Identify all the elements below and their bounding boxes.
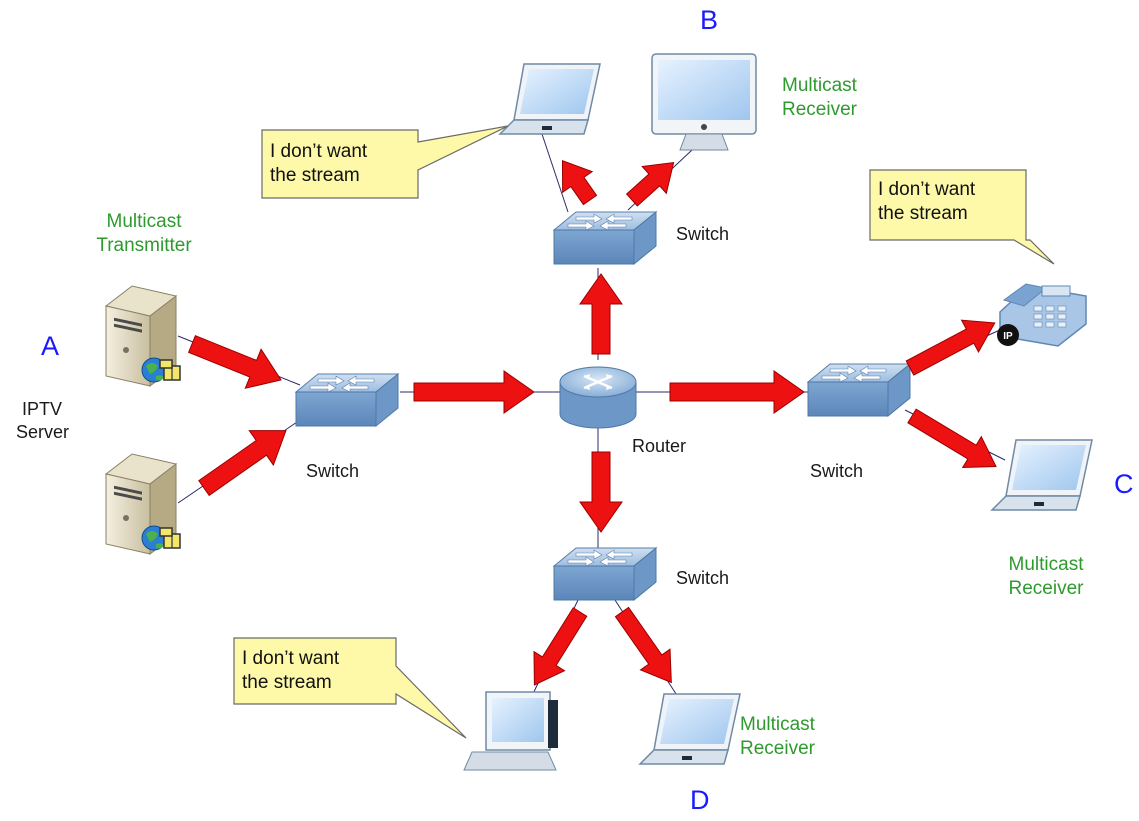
switch-bottom-icon xyxy=(553,547,657,601)
callout-right-line2: the stream xyxy=(878,203,968,225)
arrow-switch-to-laptop-bottom xyxy=(614,606,672,684)
callout-top-line2: the stream xyxy=(270,165,360,187)
ip-badge: IP xyxy=(1003,331,1013,342)
ip-phone-icon: IP xyxy=(997,283,1087,347)
imac-icon xyxy=(651,53,757,151)
router-label: Router xyxy=(632,436,687,456)
receiver-b-label: Multicast Receiver xyxy=(782,74,857,122)
multicast-flow-arrows xyxy=(187,159,997,686)
arrow-server1-to-switch xyxy=(187,335,282,389)
callout-right-bubble xyxy=(869,169,1055,265)
callout-bottom-text: I don’t want the stream xyxy=(242,647,339,695)
switch-top-label: Switch xyxy=(676,224,730,244)
arrow-server2-to-switch xyxy=(198,430,287,497)
switch-top-icon xyxy=(553,211,657,265)
laptop-right-icon xyxy=(991,439,1093,511)
transmitter-line2: Transmitter xyxy=(96,234,192,256)
desktop-pc-icon xyxy=(463,691,558,771)
label-d: D xyxy=(690,785,710,815)
receiver-c-line2: Receiver xyxy=(1008,577,1084,599)
arrow-router-to-switch-bottom xyxy=(579,451,623,533)
callout-bottom-bubble xyxy=(233,637,467,739)
switch-left-icon xyxy=(295,373,399,427)
receiver-b-line2: Receiver xyxy=(782,98,857,120)
callout-top-line1: I don’t want xyxy=(270,141,368,162)
callout-bottom-line2: the stream xyxy=(242,672,332,694)
callout-top-bubble xyxy=(261,125,509,199)
callout-right-line1: I don’t want xyxy=(878,179,976,200)
iptv-server-2-icon xyxy=(105,453,181,555)
label-c: C xyxy=(1114,469,1134,499)
transmitter-label: Multicast Transmitter xyxy=(82,210,206,258)
arrow-switch-to-laptop-right xyxy=(907,408,997,469)
arrow-switch-to-pc xyxy=(533,607,588,686)
label-b: B xyxy=(700,5,719,35)
arrow-switch-to-router xyxy=(413,370,535,414)
switch-right-label: Switch xyxy=(810,461,864,481)
callout-right-text: I don’t want the stream xyxy=(878,178,975,226)
router-icon xyxy=(559,366,637,429)
callout-bottom-line1: I don’t want xyxy=(242,648,340,669)
label-a: A xyxy=(41,331,60,361)
arrow-switch-to-laptop-top xyxy=(561,159,598,206)
receiver-d-label: Multicast Receiver xyxy=(740,713,815,761)
switch-bottom-label: Switch xyxy=(676,568,730,588)
laptop-top-icon xyxy=(499,63,601,135)
iptv-server-line1: IPTV xyxy=(21,399,62,419)
arrow-router-to-switch-top xyxy=(579,273,623,355)
transmitter-line1: Multicast xyxy=(106,211,182,232)
iptv-server-line2: Server xyxy=(16,421,70,442)
arrow-switch-to-imac xyxy=(625,161,675,207)
receiver-c-label: Multicast Receiver xyxy=(992,553,1100,601)
iptv-server-label: IPTV Server xyxy=(16,398,70,443)
receiver-c-line1: Multicast xyxy=(1008,554,1084,575)
receiver-d-line2: Receiver xyxy=(740,737,815,759)
laptop-bottom-icon xyxy=(639,693,741,765)
switch-right-icon xyxy=(807,363,911,417)
arrow-switch-to-phone xyxy=(905,319,996,376)
iptv-server-1-icon xyxy=(105,285,181,387)
receiver-b-line1: Multicast xyxy=(782,75,857,96)
switch-left-label: Switch xyxy=(306,461,360,481)
callout-top-text: I don’t want the stream xyxy=(270,140,367,188)
arrow-router-to-switch-right xyxy=(669,370,805,414)
receiver-d-line1: Multicast xyxy=(740,714,815,735)
